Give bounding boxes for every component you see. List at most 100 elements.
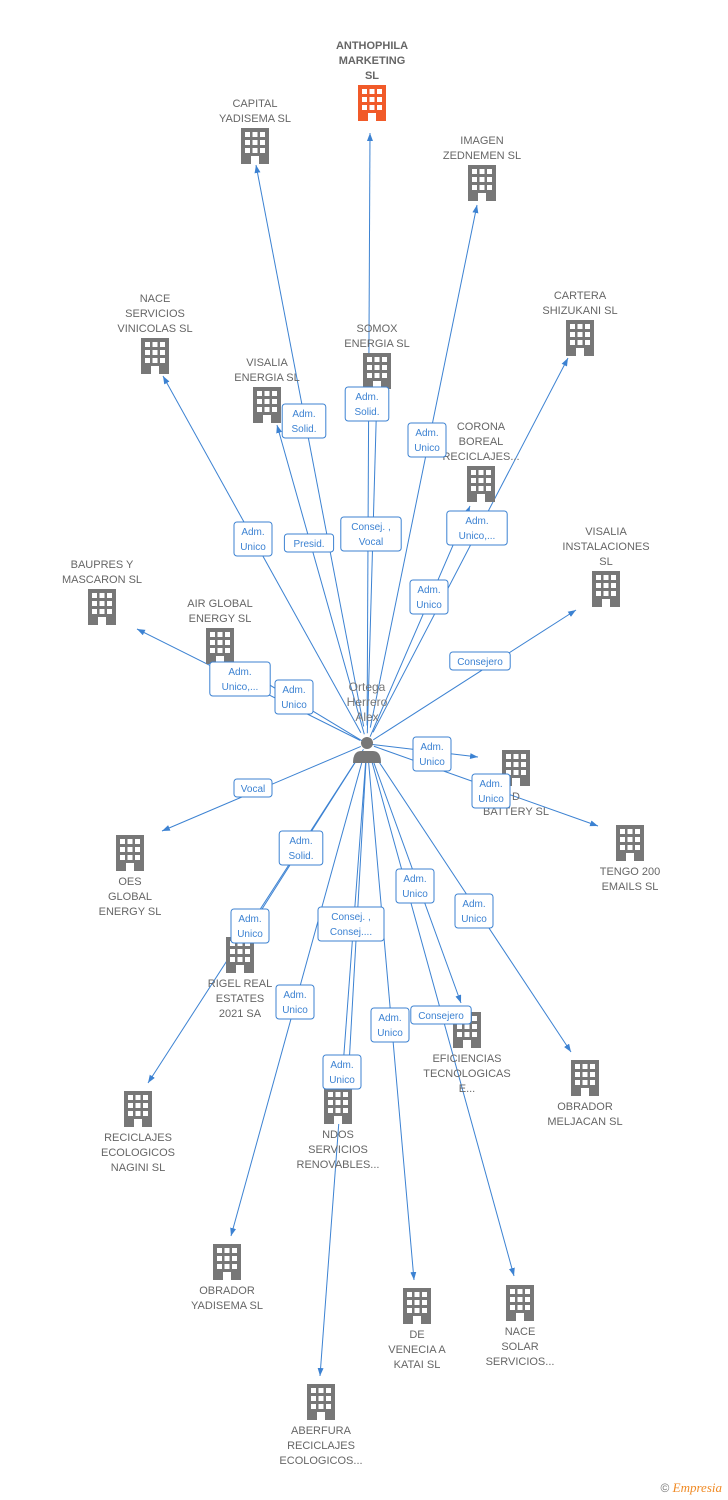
relation-label-text: Adm. <box>330 1060 353 1071</box>
relation-label-text: Solid. <box>288 851 313 862</box>
company-label-line: VINICOLAS SL <box>117 323 192 335</box>
company-node-aberfura[interactable]: ABERFURARECICLAJESECOLOGICOS... <box>279 1384 363 1467</box>
edge-visalia-energia <box>276 424 365 735</box>
company-label-line: EFICIENCIAS <box>432 1053 501 1065</box>
relation-label-text: Adm. <box>283 990 306 1001</box>
company-label-line: OBRADOR <box>557 1101 613 1113</box>
company-label-line: TECNOLOGICAS <box>423 1068 510 1080</box>
relation-label-text: Adm. <box>479 779 502 790</box>
building-icon <box>467 466 495 502</box>
company-label-line: YADISEMA SL <box>219 113 291 125</box>
company-node-nace-solar[interactable]: NACESOLARSERVICIOS... <box>486 1285 555 1368</box>
relation-label-battery[interactable]: Adm. Unico <box>412 736 452 772</box>
relation-label-obrador-meljacan[interactable]: Adm.Unico <box>454 893 494 929</box>
relation-label-text: Adm. <box>417 585 440 596</box>
company-node-corona-boreal[interactable]: CORONABOREALRECICLAJES... <box>442 421 520 502</box>
company-label-line: CAPITAL <box>232 98 277 110</box>
relation-label-reciclajes-nagini[interactable]: Adm.Unico <box>230 908 270 944</box>
relation-label-aberfura[interactable]: Adm.Unico <box>322 1054 362 1090</box>
company-node-capital-yadisema[interactable]: CAPITAL YADISEMA SL <box>219 98 291 164</box>
edge-visalia-instalaciones <box>373 609 577 741</box>
relation-label-text: Adm. <box>415 428 438 439</box>
building-icon <box>116 835 144 871</box>
relation-label-text: Presid. <box>293 539 324 550</box>
relation-label-anthophila[interactable]: Consej. ,Vocal <box>340 516 402 552</box>
relation-label-text: Unico <box>281 700 307 711</box>
relation-label-nace-solar[interactable]: Consejero <box>410 1005 472 1025</box>
footer: © Empresia <box>660 1480 722 1496</box>
relation-label-box <box>281 403 327 439</box>
relation-label-de-venecia-katai[interactable]: Adm.Unico <box>370 1007 410 1043</box>
relation-label-eficiencias-tecnologicas[interactable]: Adm.Unico <box>395 868 435 904</box>
relation-label-rigel-real-estates[interactable]: Adm.Solid. <box>278 830 324 866</box>
relation-label-visalia-instalaciones[interactable]: Consejero <box>449 651 511 671</box>
relation-label-capital-yadisema[interactable]: Presid. <box>283 533 335 553</box>
relation-label-text: Adm. <box>228 667 251 678</box>
building-icon <box>253 387 281 423</box>
company-label-line: NAGINI SL <box>111 1162 165 1174</box>
relation-label-text: Adm. <box>465 516 488 527</box>
company-label-line: ESTATES <box>216 993 265 1005</box>
relation-label-visalia-energia[interactable]: Adm.Solid. <box>281 403 327 439</box>
relation-label-fondos-servicios[interactable]: Consej. ,Consej.... <box>317 906 385 942</box>
company-label-line: YADISEMA SL <box>191 1300 263 1312</box>
relation-label-box <box>317 906 385 942</box>
company-node-fondos-servicios[interactable]: NDOSSERVICIOSRENOVABLES... <box>297 1088 380 1171</box>
company-label-line: SERVICIOS <box>308 1144 368 1156</box>
relation-label-baupres-mascaron[interactable]: Adm.Unico,... <box>209 661 271 697</box>
relation-label-text: Adm. <box>420 742 443 753</box>
company-label-line: SHIZUKANI SL <box>542 305 617 317</box>
building-icon <box>616 825 644 861</box>
company-label-line: OBRADOR <box>199 1285 255 1297</box>
relation-label-text: Unico <box>419 757 445 768</box>
company-node-eficiencias-tecnologicas[interactable]: EFICIENCIASTECNOLOGICASE... <box>423 1012 511 1095</box>
building-icon <box>88 589 116 625</box>
relation-label-text: Unico <box>414 443 440 454</box>
relation-label-obrador-yadisema[interactable]: Adm.Unico <box>275 984 315 1020</box>
relation-label-cartera-shizukani[interactable]: Adm.Unico <box>409 579 449 615</box>
person-name-line: Ortega <box>349 680 386 694</box>
relation-label-oes-global-energy[interactable]: Vocal <box>233 778 273 798</box>
relation-label-corona-boreal[interactable]: Adm.Unico,... <box>446 510 508 546</box>
relation-label-tengo-200-emails[interactable]: Adm.Unico <box>471 773 511 809</box>
company-label-line: NACE <box>140 293 171 305</box>
relation-label-text: Consej.... <box>330 927 372 938</box>
relation-label-air-global-energy[interactable]: Adm. Unico <box>274 679 314 715</box>
relation-label-nace-servicios-vinicolas[interactable]: Adm.Unico <box>233 521 273 557</box>
relation-label-somox-energia[interactable]: Adm.Solid. <box>344 386 390 422</box>
relation-label-box <box>446 510 508 546</box>
brand-logo[interactable]: Empresia <box>672 1480 722 1495</box>
relation-label-box <box>395 868 435 904</box>
building-icon <box>571 1060 599 1096</box>
company-node-obrador-yadisema[interactable]: OBRADOR YADISEMA SL <box>191 1244 263 1312</box>
company-node-oes-global-energy[interactable]: OES GLOBAL ENERGY SL <box>99 835 162 918</box>
company-label-line: ENERGY SL <box>99 906 162 918</box>
relation-label-box <box>233 778 273 798</box>
relation-label-text: Adm. <box>282 685 305 696</box>
relation-label-box <box>407 422 447 458</box>
company-label-line: OES <box>118 876 141 888</box>
company-label-line: IMAGEN <box>460 135 503 147</box>
relation-label-text: Adm. <box>355 392 378 403</box>
building-icon <box>206 628 234 664</box>
company-label-line: GLOBAL <box>108 891 152 903</box>
relation-label-box <box>410 1005 472 1025</box>
relation-label-imagen-zednemen[interactable]: Adm. Unico <box>407 422 447 458</box>
